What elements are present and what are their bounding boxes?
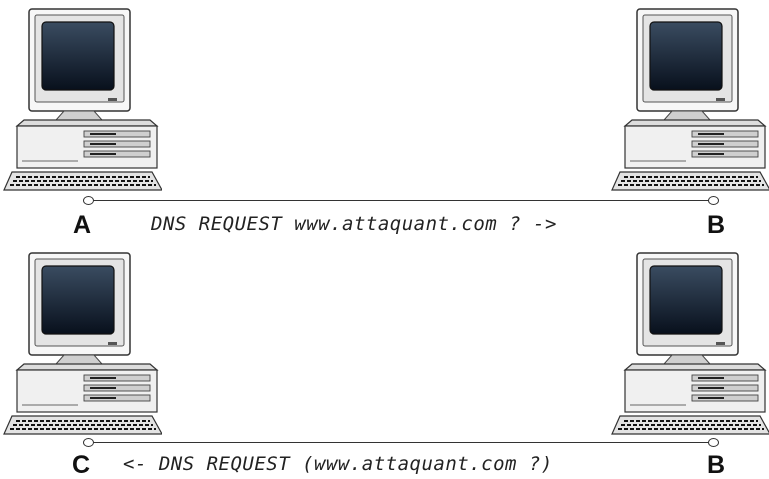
computer-c-icon	[2, 246, 162, 436]
connection-end-left-bottom	[83, 438, 94, 447]
node-label-b-bottom: B	[707, 451, 726, 479]
computer-b-top-icon	[610, 2, 769, 192]
dns-request-message-bottom: <- DNS REQUEST (www.attaquant.com ?)	[123, 453, 553, 475]
connection-end-right-top	[708, 196, 719, 205]
connection-line-top	[91, 200, 711, 201]
connection-end-right-bottom	[708, 438, 719, 447]
computer-b-bottom-icon	[610, 246, 769, 436]
node-label-a: A	[73, 211, 92, 239]
computer-a-icon	[2, 2, 162, 192]
connection-line-bottom	[91, 442, 711, 443]
connection-end-left-top	[83, 196, 94, 205]
node-label-b-top: B	[707, 211, 726, 239]
node-label-c: C	[72, 451, 91, 479]
dns-request-message-top: DNS REQUEST www.attaquant.com ? ->	[151, 213, 557, 235]
